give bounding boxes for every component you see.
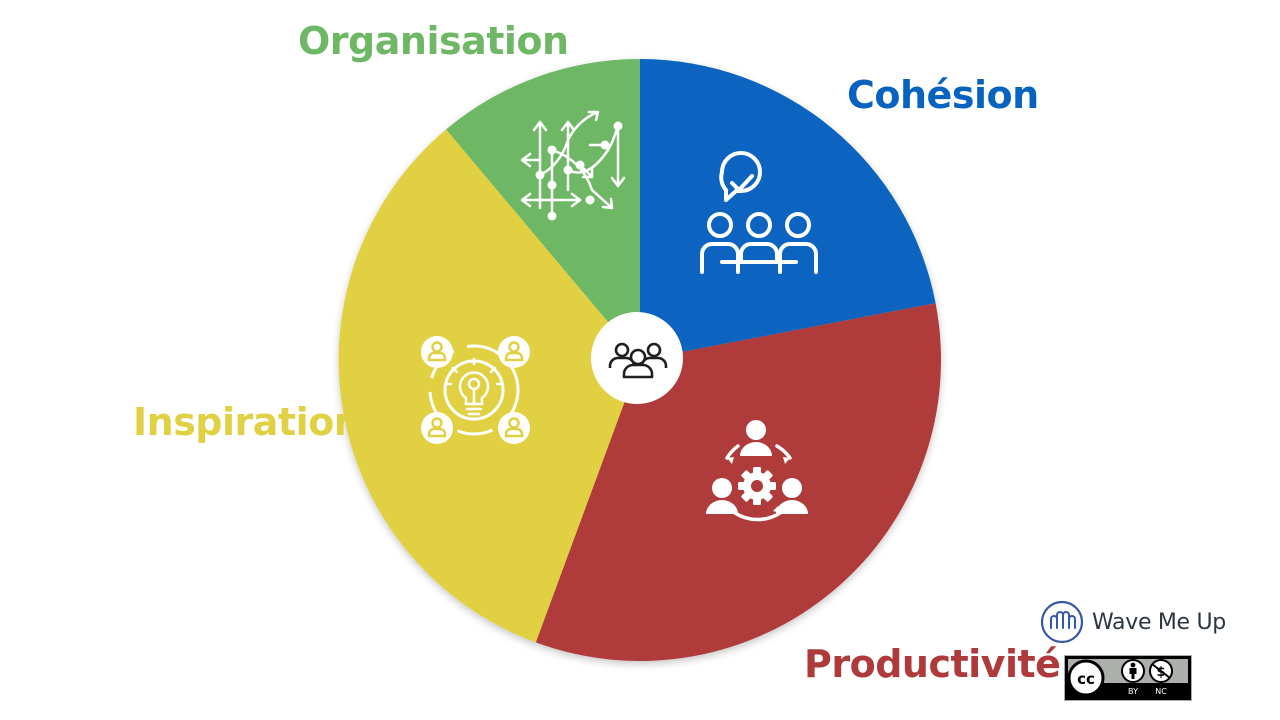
label-productivite: Productivité (804, 642, 1061, 686)
cc-icon: cc (1067, 659, 1105, 697)
by-text: BY (1128, 687, 1138, 696)
lightbulb-people-network-icon (421, 336, 530, 444)
segment-inspiration (338, 129, 640, 643)
team-gear-collaboration-icon (706, 420, 808, 522)
team-meeting-check-icon (700, 151, 818, 274)
svg-text:cc: cc (1077, 670, 1095, 688)
noncommercial-icon: $ (1149, 659, 1173, 683)
group-people-icon (608, 342, 668, 379)
segment-organisation (446, 58, 640, 361)
svg-text:$: $ (1156, 665, 1165, 680)
label-cohesion: Cohésion (847, 73, 1039, 117)
nc-text: NC (1155, 687, 1167, 696)
cc-by-nc-badge: cc $ BY NC (1064, 655, 1192, 701)
brand: Wave Me Up (1040, 600, 1226, 644)
label-inspiration: Inspiration (133, 400, 361, 444)
label-organisation: Organisation (298, 19, 569, 63)
brand-name: Wave Me Up (1092, 609, 1226, 635)
attribution-person-icon (1121, 659, 1145, 683)
segment-cohesion (640, 59, 936, 360)
branching-arrows-icon (520, 110, 626, 221)
wave-logo-icon (1040, 600, 1084, 644)
